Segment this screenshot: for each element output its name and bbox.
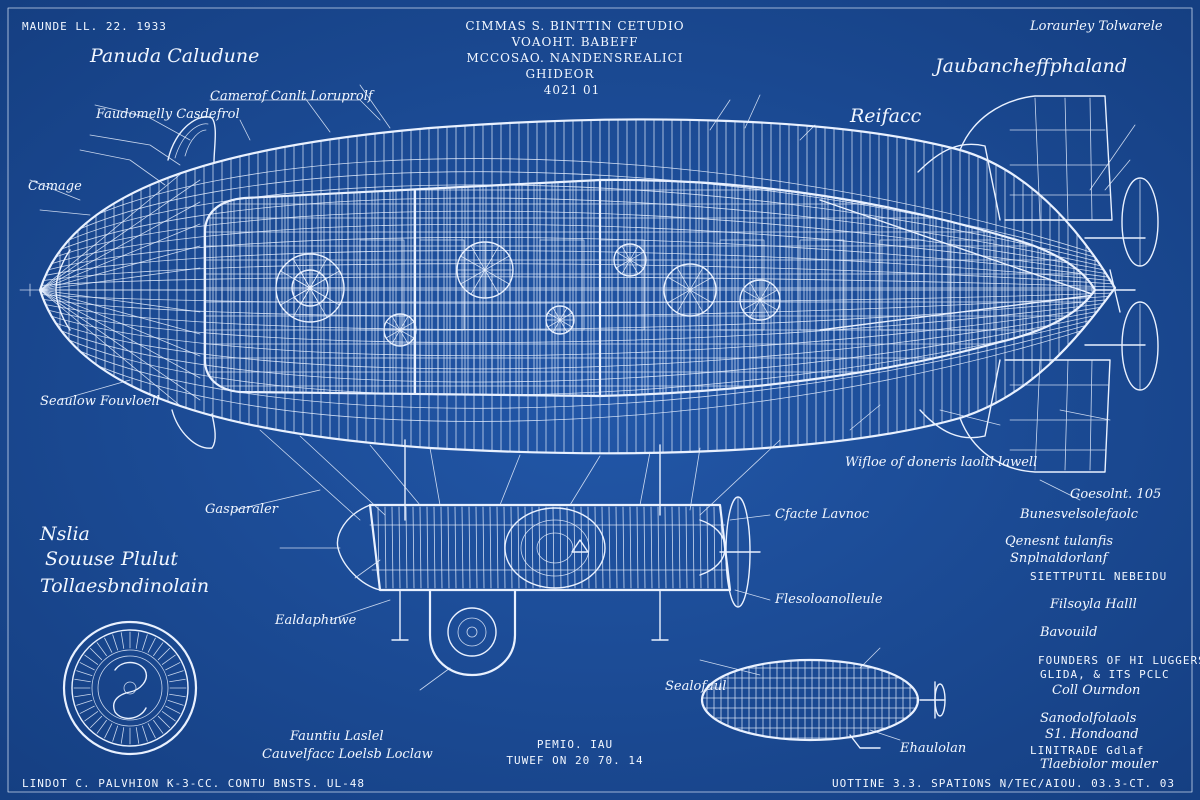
right-block-1: FOUNDERS OF HI LUGGERS (1038, 654, 1200, 667)
dorsal-fin (167, 116, 216, 163)
tail-fins (917, 95, 1113, 473)
footer-left: LINDOT C. PALVHION K-3-CC. CONTU BNSTS. … (22, 777, 365, 790)
right-note-3: Qenesnt tulanfis (1005, 534, 1113, 549)
callout-right-lower: Wifloe of doneris laoltl lawell (845, 455, 1037, 470)
callout-nose-left: Camage (28, 179, 82, 194)
border-frame (7, 7, 1193, 793)
footer-script-1: Fauntiu Laslel (289, 729, 384, 744)
right-note-9: S1. Hondoand (1045, 727, 1139, 742)
right-block-3: Coll Ourndon (1052, 683, 1140, 698)
corner-ref-top-left: MAUNDE LL. 22. 1933 (22, 20, 167, 33)
right-note-7: Bavouild (1039, 625, 1097, 640)
center-footer-2: TUWEF ON 20 70. 14 (506, 754, 643, 767)
right-note-6: Filsoyla Halll (1049, 597, 1137, 612)
callout-nose-upper: Faudomelly Casdefrol (95, 107, 240, 122)
callout-hull-lower-left: Seaulow Fouvloell (40, 394, 160, 409)
title-line-1: CIMMAS S. BINTTIN CETUDIO (465, 19, 684, 33)
callout-gondola-right: Cfacte Lavnoc (775, 507, 870, 522)
left-script-2: Souuse Plulut (45, 548, 178, 570)
title-line-5: 4021 01 (544, 83, 601, 97)
right-note-11: Tlaebiolor mouler (1040, 757, 1158, 772)
script-top-right-2: Jaubancheffphaland (931, 55, 1127, 77)
gondola (259, 429, 781, 677)
footer-script-2: Cauvelfacc Loelsb Loclaw (262, 747, 433, 762)
callout-propeller: Flesoloanolleule (774, 592, 883, 607)
ventral-fin-front (171, 409, 216, 449)
right-note-5: SIETTPUTIL NEBEIDU (1030, 570, 1167, 583)
script-top-left: Panuda Caludune (89, 45, 259, 67)
right-block-2: GLIDA, & ITS PCLC (1040, 668, 1170, 681)
title-line-3: MCCOSAO. NANDENSREALICI (467, 51, 684, 65)
right-note-2: Bunesvelsolefaolc (1019, 507, 1139, 522)
script-top-right-1: Loraurley Tolwarele (1029, 19, 1163, 34)
footer-right: UOTTINE 3.3. SPATIONS N/TEC/AIOU. 03.3-C… (832, 777, 1175, 790)
title-line-2: VOAOHT. BABEFF (511, 35, 639, 49)
callout-right-upper: Reifacc (849, 105, 922, 127)
callout-small-1: Sealofaul (665, 679, 726, 694)
right-note-4: Snplnaldorlanf (1010, 551, 1110, 566)
callout-gondola-left: Gasparaler (205, 502, 279, 517)
left-script-1: Nslia (39, 523, 90, 545)
rear-propellers (1084, 177, 1159, 391)
left-script-3: Tollaesbndinolain (40, 575, 209, 597)
right-note-10: LINITRADE Gdlaf (1030, 744, 1144, 757)
right-note-1: Goesolnt. 105 (1070, 487, 1161, 502)
callout-leaders (29, 84, 1136, 741)
callout-hull-top: Camerof Canlt Loruprolf (210, 89, 375, 104)
callout-small-2: Ehaulolan (899, 741, 966, 756)
callout-gondola-bottom: Ealdaphuwe (274, 613, 357, 628)
right-note-8: Sanodolfolaols (1040, 711, 1137, 726)
center-footer-1: PEMIO. IAU (537, 738, 613, 751)
official-seal (62, 620, 198, 756)
title-line-4: GHIDEOR (525, 67, 594, 81)
